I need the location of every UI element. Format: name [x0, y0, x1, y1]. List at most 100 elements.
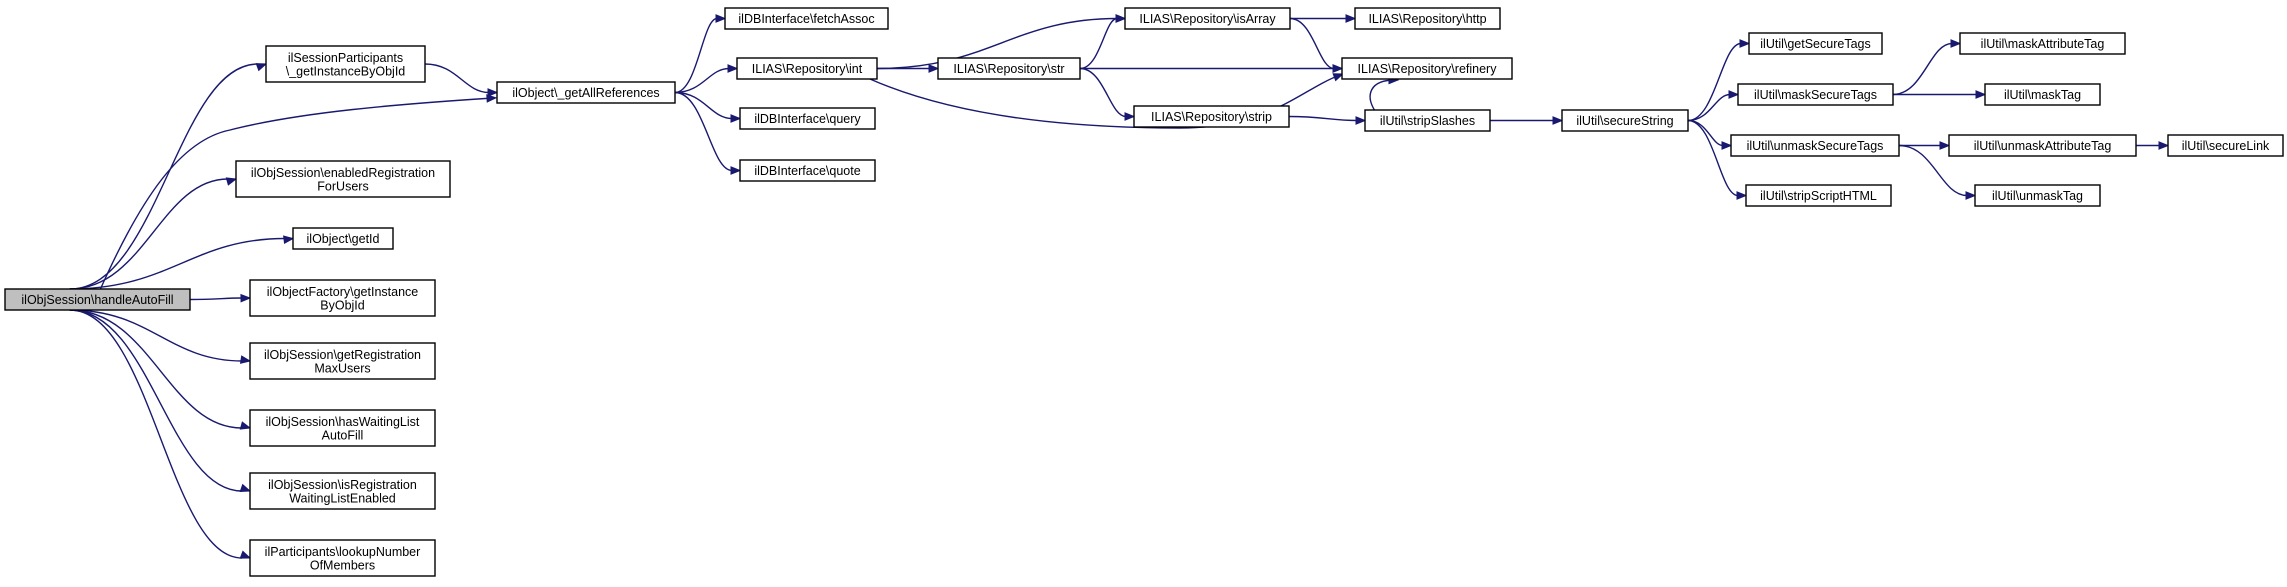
node-il-session-participants-get-instance-by-obj-id[interactable]: ilSessionParticipants\_getInstanceByObjI… [265, 45, 426, 83]
node-il-object-factory-get-instance-by-obj-id[interactable]: ilObjectFactory\getInstanceByObjId [249, 279, 436, 317]
node-label: ilUtil\getSecureTags [1760, 37, 1870, 51]
node-il-obj-session-is-registration-waiting-list-enabled[interactable]: ilObjSession\isRegistrationWaitingListEn… [249, 472, 436, 510]
edge-line [1898, 144, 1968, 197]
arrow-head-icon [239, 483, 252, 493]
node-il-util-mask-secure-tags[interactable]: ilUtil\maskSecureTags [1737, 83, 1894, 106]
edge-line [1079, 17, 1118, 70]
edge-n2-to-n13 [674, 91, 742, 175]
node-il-util-secure-string[interactable]: ilUtil\secureString [1561, 109, 1689, 132]
edge-n0-to-n4 [69, 235, 295, 290]
edge-line [1079, 67, 1127, 118]
node-il-util-strip-slashes[interactable]: ilUtil\stripSlashes [1364, 109, 1491, 132]
node-ilias-repository-int[interactable]: ILIAS\Repository\int [736, 57, 878, 80]
node-il-dbinterface-fetch-assoc[interactable]: ilDBInterface\fetchAssoc [724, 7, 889, 30]
edge-n23-to-n27 [1898, 141, 1951, 150]
node-box [1561, 109, 1689, 132]
arrow-head-icon [1965, 191, 1977, 200]
node-il-util-mask-tag[interactable]: ilUtil\maskTag [1984, 83, 2101, 106]
node-ilias-repository-http[interactable]: ILIAS\Repository\http [1354, 7, 1501, 30]
node-box [1959, 32, 2126, 55]
arrow-head-icon [1552, 116, 1564, 125]
node-label: ILIAS\Repository\int [752, 62, 863, 76]
node-il-util-unmask-secure-tags[interactable]: ilUtil\unmaskSecureTags [1730, 134, 1900, 157]
node-ilias-repository-strip[interactable]: ILIAS\Repository\strip [1133, 105, 1290, 128]
node-ilias-repository-is-array[interactable]: ILIAS\Repository\isArray [1124, 7, 1291, 30]
node-label: ilUtil\maskAttributeTag [1981, 37, 2105, 51]
edge-line [674, 91, 733, 120]
node-box [496, 81, 676, 104]
node-ilias-repository-str[interactable]: ILIAS\Repository\str [937, 57, 1081, 80]
arrow-head-icon [1950, 39, 1962, 48]
edge-line [69, 237, 286, 290]
node-il-util-strip-script-html[interactable]: ilUtil\stripScriptHTML [1745, 184, 1892, 207]
arrow-head-icon [1345, 14, 1357, 23]
node-label: ilUtil\secureString [1576, 114, 1673, 128]
arrow-head-icon [1975, 90, 1987, 99]
edge-n0-to-n6 [69, 309, 252, 364]
arrow-head-icon [928, 64, 940, 73]
node-label: ilObjSession\isRegistration [268, 478, 417, 492]
arrow-head-icon [486, 94, 498, 103]
arrow-head-icon [1736, 191, 1748, 200]
edge-n22-to-n25 [1892, 39, 1962, 96]
edge-line [69, 309, 243, 492]
node-label: OfMembers [310, 558, 375, 572]
node-il-util-unmask-tag[interactable]: ilUtil\unmaskTag [1974, 184, 2101, 207]
edge-n0-to-n7 [69, 309, 252, 430]
node-label: ilUtil\secureLink [2182, 139, 2270, 153]
arrow-head-icon [225, 177, 238, 186]
edge-n20-to-n24 [1687, 119, 1748, 200]
arrow-head-icon [730, 166, 742, 175]
node-il-obj-session-handle-auto-fill[interactable]: ilObjSession\handleAutoFill [4, 288, 191, 311]
edge-line [99, 97, 494, 291]
edge-n0-to-n3 [69, 177, 238, 290]
edge-n20-to-n22 [1687, 90, 1740, 122]
edge-n15-to-n16 [1080, 64, 1344, 73]
edge-n15-to-n14 [1079, 14, 1127, 70]
node-il-util-secure-link[interactable]: ilUtil\secureLink [2167, 134, 2284, 157]
edge-line [1687, 42, 1742, 122]
edge-line [424, 63, 490, 94]
node-il-dbinterface-query[interactable]: ilDBInterface\query [739, 107, 876, 130]
node-il-util-unmask-attribute-tag[interactable]: ilUtil\unmaskAttributeTag [1948, 134, 2137, 157]
node-label: WaitingListEnabled [289, 491, 396, 505]
arrow-head-icon [487, 88, 499, 97]
node-label: ilObject\_getAllReferences [512, 86, 659, 100]
node-il-object-get-all-references[interactable]: ilObject\_getAllReferences [496, 81, 676, 104]
edge-n20-to-n21 [1687, 39, 1751, 122]
edge-line [1369, 79, 1396, 112]
node-il-dbinterface-quote[interactable]: ilDBInterface\quote [739, 159, 876, 182]
edge-n0-to-n9 [69, 309, 252, 559]
edge-line [1892, 42, 1953, 96]
edge-n11-to-n16 [869, 73, 1345, 129]
node-label: ilUtil\stripScriptHTML [1760, 189, 1877, 203]
edge-line [1289, 17, 1335, 70]
node-ilias-repository-refinery[interactable]: ILIAS\Repository\refinery [1341, 57, 1513, 80]
edge-line [69, 178, 229, 290]
node-il-object-get-id[interactable]: ilObject\getId [292, 227, 394, 250]
node-il-util-mask-attribute-tag[interactable]: ilUtil\maskAttributeTag [1959, 32, 2126, 55]
edge-line [1687, 119, 1739, 197]
edge-n0-to-n5 [189, 293, 252, 303]
edge-n14-to-n17 [1290, 14, 1357, 23]
arrow-head-icon [283, 235, 295, 244]
edge-n15-to-n18 [1079, 67, 1136, 121]
node-label: AutoFill [322, 428, 364, 442]
node-il-util-get-secure-tags[interactable]: ilUtil\getSecureTags [1748, 32, 1883, 55]
node-box [249, 539, 436, 577]
edge-line [69, 309, 243, 429]
edge-line [69, 309, 243, 362]
node-box [1748, 32, 1883, 55]
node-box [249, 342, 436, 380]
edge-n27-to-n29 [2135, 141, 2170, 150]
arrow-head-icon [255, 63, 268, 72]
node-box [4, 288, 191, 311]
nodes-layer: ilObjSession\handleAutoFill ilSessionPart… [4, 7, 2284, 577]
node-label: ilObjSession\hasWaitingList [266, 415, 420, 429]
node-label: ilUtil\maskSecureTags [1754, 88, 1877, 102]
node-box [1737, 83, 1894, 106]
